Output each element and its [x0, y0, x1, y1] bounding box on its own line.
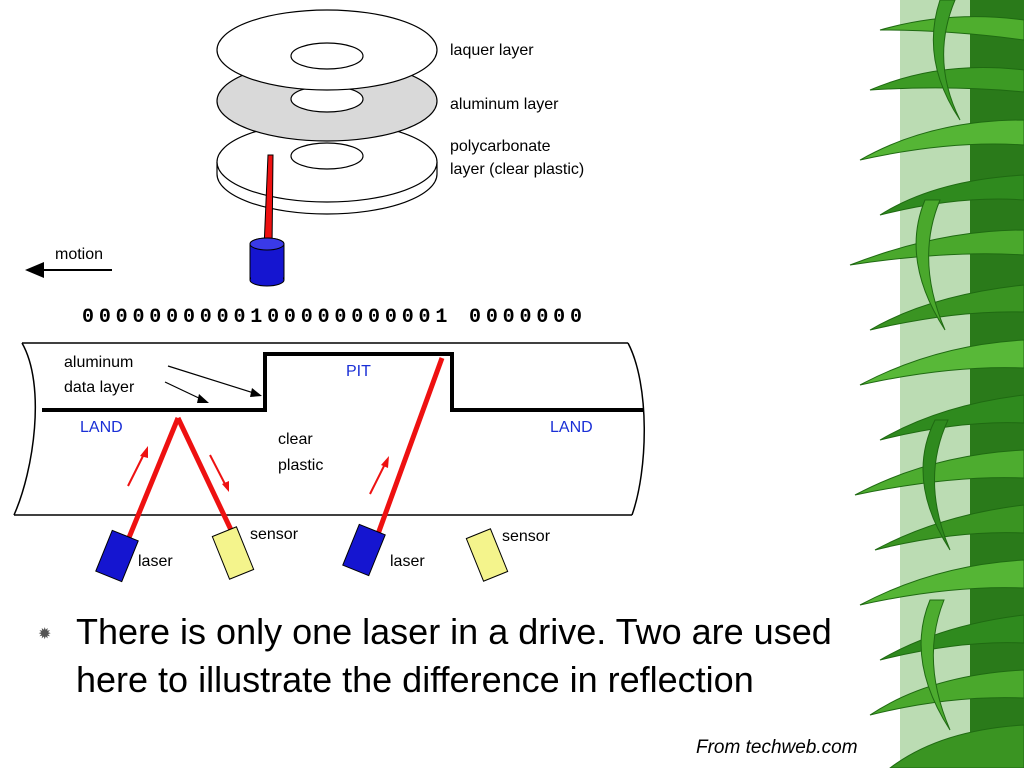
bamboo-decoration [849, 0, 1024, 768]
aluminum-layer-label: aluminum layer [450, 96, 559, 113]
polycarbonate-label-line1: polycarbonate [450, 138, 551, 155]
data-layer-profile [42, 352, 643, 412]
sensor-right-label: sensor [502, 528, 551, 545]
aluminum-data-label-line1: aluminum [64, 354, 133, 371]
asterisk-bullet-icon: ✹ [38, 626, 52, 643]
motion-indicator: motion [25, 246, 112, 278]
pit-label: PIT [346, 363, 371, 380]
cross-section [13, 342, 645, 516]
laquer-layer-label: laquer layer [450, 42, 534, 59]
laser-left [95, 529, 139, 583]
pit-beam [369, 357, 445, 535]
bullet-text: There is only one laser in a drive. Two … [76, 611, 832, 700]
laser-left-label: laser [138, 553, 173, 570]
bit-string: 0000000000100000000001 0000000 [82, 306, 582, 329]
land-label-right: LAND [550, 419, 593, 436]
motion-arrow-icon [25, 262, 44, 278]
land-label-left: LAND [80, 419, 123, 436]
aluminum-data-label-line2: data layer [64, 379, 135, 396]
top-laser-assembly [249, 154, 285, 287]
disc-layers [216, 9, 438, 215]
motion-label: motion [55, 246, 103, 263]
sensor-right [465, 528, 509, 582]
clear-plastic-label-line1: clear [278, 431, 313, 448]
clear-plastic-label-line2: plastic [278, 457, 323, 474]
laser-right-label: laser [390, 553, 425, 570]
laser-right [342, 523, 386, 577]
sensor-left-label: sensor [250, 526, 299, 543]
sensor-left [211, 526, 255, 580]
polycarbonate-label-line2: layer (clear plastic) [450, 161, 584, 178]
source-credit: From techweb.com [696, 737, 858, 758]
land-reflection-beam [125, 416, 235, 541]
